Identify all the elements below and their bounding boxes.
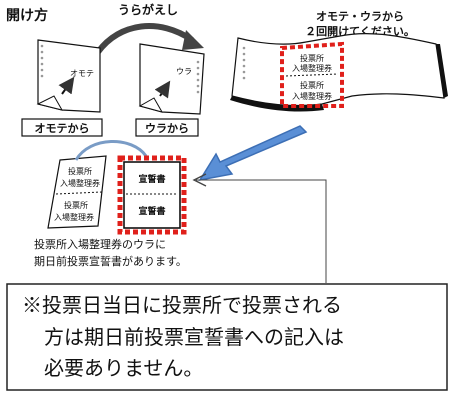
blue-arrow bbox=[198, 125, 308, 182]
notice-line-2: 方は期日前投票宣誓書への記入は bbox=[44, 325, 344, 349]
detail-left-lower-line-1: 投票所 bbox=[64, 200, 88, 210]
caption-line-2: 期日前投票宣誓書があります。 bbox=[34, 254, 187, 268]
detail-right-lower: 宣誓書 bbox=[138, 205, 165, 217]
detail-right-card: 宣誓書 宣誓書 bbox=[117, 155, 187, 235]
from-front-box bbox=[21, 118, 103, 137]
opened-lower-line-2: 入場整理券 bbox=[292, 91, 332, 101]
callout-arrowhead bbox=[192, 173, 207, 187]
detail-left-lower-line-2: 入場整理券 bbox=[54, 212, 94, 222]
from-back-box bbox=[135, 118, 199, 137]
back-sheet-text: ウラ bbox=[176, 67, 192, 76]
opened-sheet: 投票所 入場整理券 投票所 入場整理券 bbox=[230, 32, 448, 112]
instruction-line-1: オモテ・ウラから bbox=[316, 10, 404, 23]
front-sheet: オモテ bbox=[36, 39, 101, 113]
from-front-label: オモテから bbox=[35, 122, 90, 135]
detail-right-upper: 宣誓書 bbox=[138, 173, 165, 185]
detail-left-upper-line-2: 入場整理券 bbox=[60, 178, 100, 188]
flip-arrow bbox=[95, 23, 194, 54]
opened-upper-line-1: 投票所 bbox=[300, 53, 324, 63]
notice-box bbox=[6, 283, 448, 391]
detail-flip-arc bbox=[74, 140, 148, 161]
flip-arrow-head bbox=[182, 30, 204, 50]
page-title: 開け方 bbox=[6, 7, 48, 24]
notice-line-1: ※投票日当日に投票所で投票される bbox=[22, 293, 342, 317]
flip-label: うらがえし bbox=[118, 2, 178, 17]
opened-upper-line-2: 入場整理券 bbox=[292, 63, 332, 73]
front-sheet-text: オモテ bbox=[70, 69, 94, 78]
opened-lower-line-1: 投票所 bbox=[300, 80, 324, 90]
from-back-label: ウラから bbox=[145, 122, 189, 135]
back-sheet: ウラ bbox=[138, 43, 205, 115]
detail-left-card: 投票所 入場整理券 投票所 入場整理券 bbox=[47, 155, 107, 229]
notice-line-3: 必要ありません。 bbox=[44, 356, 203, 380]
callout-line bbox=[196, 179, 327, 283]
detail-left-upper-line-1: 投票所 bbox=[68, 166, 92, 176]
caption-line-1: 投票所入場整理券のウラに bbox=[34, 237, 166, 251]
